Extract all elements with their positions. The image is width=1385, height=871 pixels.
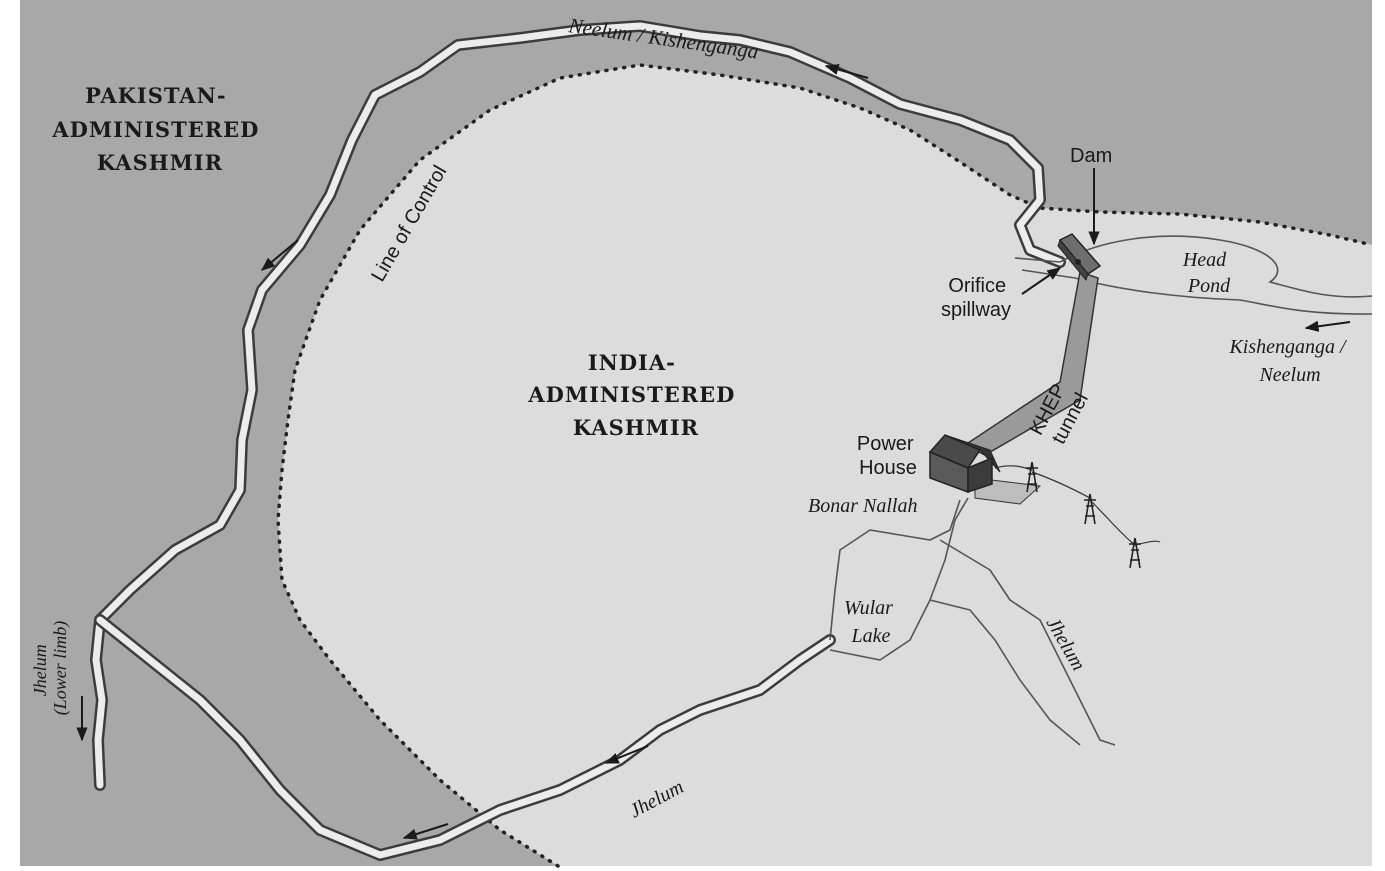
spillway-label-2: spillway <box>941 299 1011 321</box>
transmission-tower-icon <box>1026 461 1038 493</box>
line-of-control <box>276 63 1374 868</box>
dam-label: Dam <box>1070 145 1112 167</box>
india-label-1: INDIA- <box>588 350 676 375</box>
pakistan-label-3: KASHMIR <box>97 150 223 175</box>
bonar-nallah-label: Bonar Nallah <box>808 495 917 517</box>
spillway-label-1: Orifice <box>948 275 1006 297</box>
svg-text:Head Pond: Head Pond <box>1182 249 1231 297</box>
head-pond-label-2: Pond <box>1187 275 1231 297</box>
wular-label-1: Wular <box>844 597 893 619</box>
kishenganga-label-2: Neelum <box>1258 364 1320 386</box>
pakistan-label-1: PAKISTAN- <box>85 83 226 108</box>
arrow-icon <box>260 239 299 271</box>
svg-text:Kishenganga / Neelum: Kishenganga / Neelum <box>1228 336 1350 386</box>
power-house-icon <box>928 434 1042 505</box>
svg-text:Orifice spillway: Orifice spillway <box>941 275 1012 321</box>
svg-text:Wular Lake: Wular Lake <box>844 597 898 647</box>
arrow-icon <box>1021 267 1062 295</box>
arrow-icon <box>824 64 869 79</box>
neelum-river <box>90 20 1066 861</box>
transmission-tower-icon <box>1129 537 1141 569</box>
svg-text:INDIA- ADMINISTERED: INDIA- ADMINISTERED KASHMIR <box>527 350 743 440</box>
dam-icon <box>1057 233 1102 282</box>
jhelum-lower-label-2: (Lower limb) <box>50 621 71 716</box>
transmission-tower-icon <box>1084 493 1096 525</box>
head-pond <box>1014 235 1373 315</box>
pakistan-label-2: ADMINISTERED <box>51 117 259 142</box>
india-label-3: KASHMIR <box>573 415 699 440</box>
india-label-2: ADMINISTERED <box>527 382 735 407</box>
arrow-icon <box>402 823 449 840</box>
svg-text:Jhelum (Lower limb): Jhelum (Lower limb) <box>30 621 71 716</box>
arrow-icon <box>1304 320 1351 332</box>
power-house-label-2: House <box>859 457 917 479</box>
head-pond-label-1: Head <box>1182 249 1227 271</box>
svg-text:PAKISTAN- ADMINISTERED: PAKISTAN- ADMINISTERED KASHMIR <box>51 83 267 175</box>
wular-label-2: Lake <box>851 625 891 647</box>
svg-text:Power House: Power House <box>857 433 919 479</box>
jhelum-lower-label-1: Jhelum <box>30 644 50 696</box>
power-house-label-1: Power <box>857 433 914 455</box>
jhelum-upper-river <box>829 497 1116 746</box>
kishenganga-label-1: Kishenganga / <box>1228 336 1348 358</box>
arrow-icon <box>604 745 649 764</box>
